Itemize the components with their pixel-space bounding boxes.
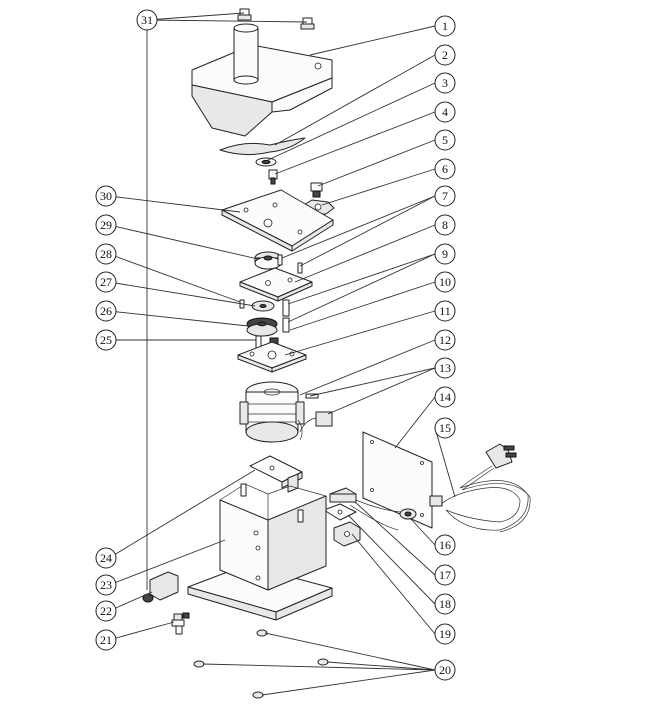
- callout-18: 18: [434, 593, 456, 615]
- part-13-capacitor: [299, 393, 333, 433]
- callout-31: 31: [136, 9, 158, 31]
- part-12-motor: [239, 381, 305, 443]
- callout-22: 22: [95, 600, 117, 622]
- part-14-panel: [362, 431, 433, 529]
- callout-4: 4: [434, 101, 456, 123]
- part-15-power-cord: [429, 443, 531, 533]
- callout-13: 13: [434, 357, 456, 379]
- callout-30: 30: [95, 185, 117, 207]
- callout-26: 26: [95, 300, 117, 322]
- callout-8: 8: [434, 214, 456, 236]
- callout-9: 9: [434, 243, 456, 265]
- callout-5: 5: [434, 129, 456, 151]
- callout-17: 17: [434, 564, 456, 586]
- svg-text:13: 13: [439, 361, 451, 375]
- svg-text:2: 2: [442, 48, 448, 62]
- callout-3: 3: [434, 72, 456, 94]
- callout-6: 6: [434, 158, 456, 180]
- svg-text:25: 25: [100, 333, 112, 347]
- part-1-hopper: [191, 23, 333, 137]
- svg-text:26: 26: [100, 304, 112, 318]
- svg-text:31: 31: [141, 13, 153, 27]
- part-8-plate: [239, 267, 313, 302]
- callout-12: 12: [434, 329, 456, 351]
- svg-text:30: 30: [100, 189, 112, 203]
- svg-text:10: 10: [439, 275, 451, 289]
- callout-10: 10: [434, 271, 456, 293]
- part-23-base-frame: [187, 483, 333, 621]
- callout-27: 27: [95, 271, 117, 293]
- svg-text:1: 1: [442, 19, 448, 33]
- svg-text:29: 29: [100, 218, 112, 232]
- svg-text:24: 24: [100, 551, 112, 565]
- svg-text:23: 23: [100, 578, 112, 592]
- svg-text:21: 21: [100, 633, 112, 647]
- part-21-bolt: [171, 612, 190, 635]
- svg-text:6: 6: [442, 162, 448, 176]
- svg-text:3: 3: [442, 76, 448, 90]
- part-18-switch-plate: [323, 503, 357, 521]
- part-11-plate: [237, 341, 307, 373]
- svg-text:16: 16: [439, 538, 451, 552]
- part-7-pins: [277, 254, 303, 274]
- part-19-bracket: [333, 521, 361, 547]
- svg-text:11: 11: [439, 304, 451, 318]
- callout-7: 7: [434, 185, 456, 207]
- callout-14: 14: [434, 386, 456, 408]
- svg-text:9: 9: [442, 247, 448, 261]
- svg-text:18: 18: [439, 597, 451, 611]
- part-5-bearing: [310, 182, 323, 198]
- callout-16: 16: [434, 534, 456, 556]
- callout-29: 29: [95, 214, 117, 236]
- callout-11: 11: [434, 300, 456, 322]
- svg-text:14: 14: [439, 390, 451, 404]
- callout-24: 24: [95, 547, 117, 569]
- callout-21: 21: [95, 629, 117, 651]
- part-30-top-plate: [221, 189, 334, 252]
- svg-text:19: 19: [439, 627, 451, 641]
- callout-2: 2: [434, 44, 456, 66]
- svg-text:7: 7: [442, 189, 448, 203]
- part-9-spacers: [282, 299, 290, 333]
- callout-20: 20: [434, 659, 456, 681]
- callout-1: 1: [434, 15, 456, 37]
- part-4-screw: [268, 169, 278, 185]
- svg-text:8: 8: [442, 218, 448, 232]
- svg-text:27: 27: [100, 275, 112, 289]
- part-3-washer: [255, 157, 277, 167]
- part-29-gear: [254, 251, 282, 270]
- svg-text:20: 20: [439, 663, 451, 677]
- svg-text:15: 15: [439, 421, 451, 435]
- svg-text:4: 4: [442, 105, 448, 119]
- callout-25: 25: [95, 329, 117, 351]
- callout-28: 28: [95, 243, 117, 265]
- part-2-blade: [219, 137, 306, 156]
- part-22-foot: [142, 571, 179, 603]
- part-16-grommet: [399, 508, 417, 520]
- leader-lines: [108, 12, 456, 696]
- svg-text:22: 22: [100, 604, 112, 618]
- svg-text:17: 17: [439, 568, 451, 582]
- callout-15: 15: [434, 417, 456, 439]
- part-31-knobs: [237, 8, 315, 30]
- part-24-mount-bracket: [249, 455, 303, 493]
- callout-23: 23: [95, 574, 117, 596]
- part-26-large-gear: [246, 317, 278, 337]
- svg-text:12: 12: [439, 333, 451, 347]
- callout-19: 19: [434, 623, 456, 645]
- svg-text:5: 5: [442, 133, 448, 147]
- part-17-switch: [329, 487, 401, 531]
- svg-text:28: 28: [100, 247, 112, 261]
- part-27-gear: [251, 300, 275, 312]
